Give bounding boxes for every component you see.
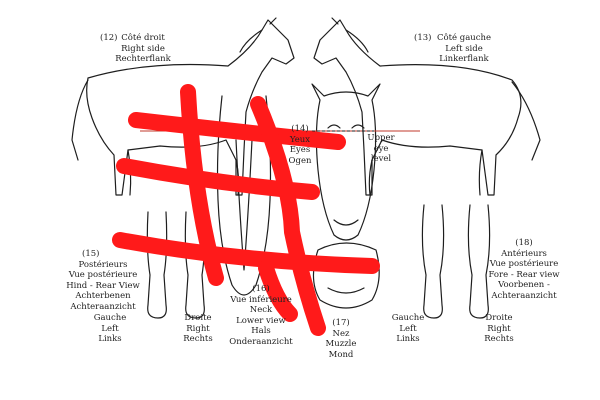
label-line: Achteraanzicht	[491, 290, 557, 301]
label-number: (14)	[291, 124, 309, 134]
label-number: (15)	[82, 249, 100, 259]
label-line: Onderaanzicht	[229, 336, 293, 347]
label-line: Right	[186, 323, 210, 334]
label-fore-left: Gauche Left Links	[386, 313, 430, 345]
label-line: Fore - Rear view	[488, 269, 560, 280]
label-fore-right: Droite Right Rechts	[476, 313, 522, 345]
label-line: Links	[98, 334, 122, 344]
label-left-side: (13) Côté gauche Left side Linkerflank	[414, 33, 500, 65]
label-hind-left: Gauche Left Links	[88, 313, 132, 345]
label-line: Droite	[184, 313, 212, 323]
label-line: Gauche	[93, 313, 127, 323]
label-line: Côté gauche	[436, 33, 492, 43]
label-line: Hals	[251, 326, 271, 336]
label-line: Droite	[485, 313, 513, 323]
label-line: Ogen	[288, 155, 312, 166]
marker-line-4	[180, 84, 224, 286]
label-line: Yeux	[289, 134, 311, 145]
label-neck-view: (16) Vue inférieure Neck Lower view Hals…	[222, 284, 300, 347]
label-line: Left	[101, 323, 119, 334]
label-line: Right	[487, 323, 511, 334]
label-line: eye	[373, 143, 389, 154]
label-hind-right: Droite Right Rechts	[176, 313, 220, 345]
label-number: (16)	[252, 284, 270, 294]
label-line: Vue postérieure	[489, 259, 559, 269]
red-marker-strokes	[112, 84, 380, 336]
label-fore-view: (18) Antérieurs Vue postérieure Fore - R…	[480, 238, 568, 301]
label-line: Côté droit	[121, 33, 165, 43]
fore-legs-drawing	[421, 204, 491, 319]
label-line: Mond	[328, 349, 354, 360]
label-eye-level: Upper eye level	[364, 133, 398, 165]
label-line: Nez	[332, 328, 350, 339]
label-line: Upper	[367, 133, 395, 143]
label-line: Left side	[445, 43, 483, 54]
label-line: Vue inférieure	[230, 294, 292, 305]
head-front-drawing	[311, 83, 381, 241]
label-line: Right side	[121, 43, 165, 54]
marker-line-5	[250, 96, 326, 336]
label-line: Antérieurs	[501, 248, 547, 259]
label-right-side: (12) Côté droit Right side Rechterflank	[100, 33, 178, 65]
label-line: Rechts	[183, 334, 213, 344]
label-muzzle: (17) Nez Muzzle Mond	[318, 318, 364, 360]
label-line: Achteraanzicht	[70, 301, 136, 312]
marker-line-1	[128, 112, 346, 150]
label-line: Eyes	[289, 145, 311, 155]
label-line: Muzzle	[325, 339, 357, 349]
label-line: level	[370, 154, 392, 164]
label-line: Lower view	[236, 315, 286, 326]
label-number: (17)	[332, 318, 350, 328]
muzzle-drawing	[312, 242, 380, 309]
label-line: Rechterflank	[115, 54, 171, 64]
marker-line-3	[112, 232, 380, 274]
label-line: Vue postérieure	[68, 270, 138, 280]
label-line: Left	[399, 323, 417, 334]
label-line: Voorbenen -	[498, 280, 550, 290]
label-line: Gauche	[391, 313, 425, 323]
label-line: Linkerflank	[439, 54, 489, 64]
label-number: (13)	[414, 33, 432, 43]
label-number: (12)	[100, 33, 118, 43]
label-number: (18)	[515, 238, 533, 248]
label-line: Postérieurs	[78, 259, 128, 270]
label-hind-view: (15) Postérieurs Vue postérieure Hind - …	[58, 249, 148, 312]
horse-left-side-drawing	[313, 17, 541, 196]
label-line: Rechts	[484, 334, 514, 344]
label-line: Links	[396, 334, 420, 344]
label-eyes: (14) Yeux Eyes Ogen	[280, 124, 320, 166]
marker-line-6	[258, 260, 298, 322]
label-line: Hind - Rear View	[66, 280, 140, 291]
label-line: Achterbenen	[75, 291, 131, 301]
label-line: Neck	[249, 305, 273, 315]
